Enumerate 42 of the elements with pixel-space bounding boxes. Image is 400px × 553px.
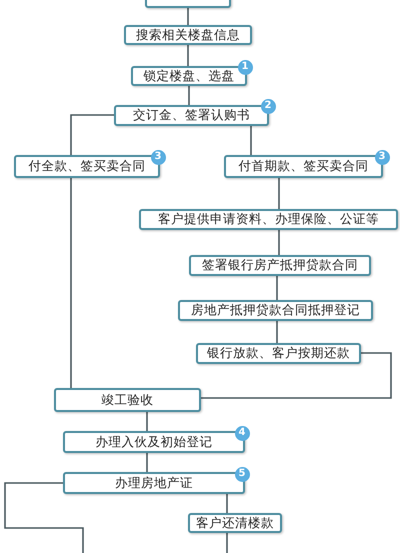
connector-line — [276, 321, 278, 343]
connector-line — [146, 412, 148, 431]
process-box — [54, 388, 201, 412]
step-text: 办理入伙及初始登记 — [96, 436, 212, 448]
step-text: 房地产抵押贷款合同抵押登记 — [191, 304, 360, 317]
step-text: 签署银行房产抵押贷款合同 — [202, 259, 358, 272]
step-text: 客户提供申请资料、办理保险、公证等 — [158, 213, 379, 226]
connector-line — [70, 114, 114, 155]
step-number: 5 — [234, 466, 250, 482]
step-text: 付首期款、签买卖合同 — [238, 160, 368, 173]
connector-line — [4, 482, 84, 553]
connector-line — [276, 276, 278, 300]
step-text: 搜索相关楼盘信息 — [136, 28, 240, 42]
connector-line — [226, 533, 228, 553]
process-box — [196, 343, 361, 364]
connector-line — [146, 453, 148, 472]
step-text: 办理房地产证 — [115, 476, 193, 490]
step-text: 锁定楼盘、选盘 — [144, 70, 234, 82]
process-box — [139, 209, 398, 230]
connector-line — [187, 8, 189, 25]
process-box — [124, 25, 252, 45]
process-box — [189, 255, 371, 276]
process-box — [178, 300, 373, 321]
step-text: 竣工验收 — [102, 394, 154, 406]
connector-line — [278, 178, 280, 209]
step-text: 银行放款、客户按期还款 — [207, 347, 350, 360]
connector-line — [187, 45, 189, 66]
step-number: 2 — [260, 98, 276, 114]
process-box — [188, 513, 282, 533]
step-number: 3 — [374, 150, 390, 164]
step-text: 客户还清楼款 — [196, 516, 274, 530]
connector-line — [226, 494, 228, 513]
connector-line — [278, 230, 280, 255]
step-text: 交订金、签署认购书 — [133, 109, 250, 122]
step-number: 4 — [234, 426, 250, 440]
step-number: 1 — [238, 60, 252, 74]
step-number: 3 — [150, 150, 166, 164]
step-text: 付全款、签买卖合同 — [28, 160, 146, 173]
connector-line — [250, 126, 252, 155]
connector-line — [70, 178, 72, 388]
connector-line — [188, 86, 190, 105]
connector-line — [201, 352, 392, 399]
